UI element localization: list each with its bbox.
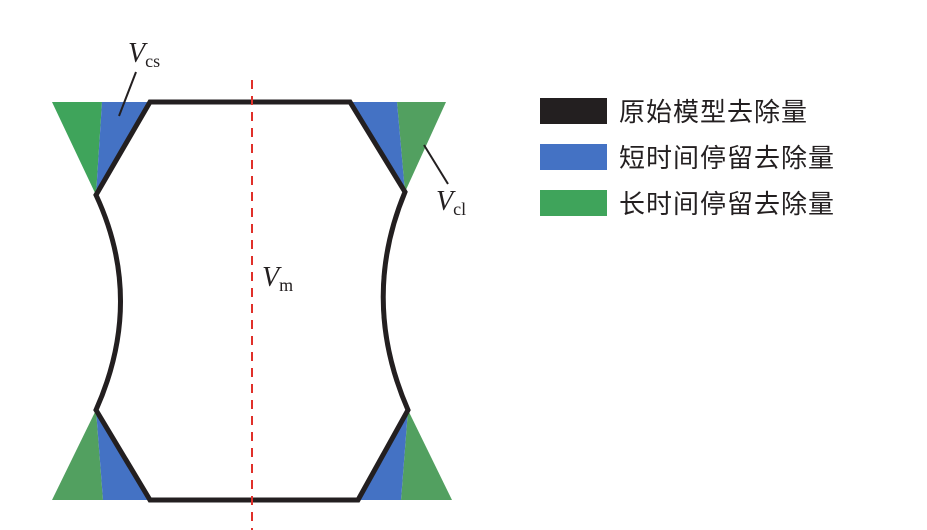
legend: 原始模型去除量 短时间停留去除量 长时间停留去除量 bbox=[540, 92, 835, 230]
long-dwell-region-top-right bbox=[397, 102, 446, 192]
legend-swatch-short-dwell bbox=[540, 143, 607, 170]
vm-label: Vm bbox=[262, 262, 293, 295]
long-dwell-region-top-left bbox=[52, 102, 102, 195]
legend-label-original: 原始模型去除量 bbox=[619, 98, 809, 128]
legend-swatch-original bbox=[540, 97, 607, 124]
long-dwell-region-bottom-left bbox=[52, 410, 103, 500]
legend-swatch-long-dwell bbox=[540, 189, 607, 216]
legend-item-long-dwell: 长时间停留去除量 bbox=[540, 184, 835, 221]
legend-item-short-dwell: 短时间停留去除量 bbox=[540, 138, 835, 175]
original-model-outline bbox=[93, 99, 411, 503]
legend-label-long-dwell: 长时间停留去除量 bbox=[619, 190, 836, 220]
legend-label-short-dwell: 短时间停留去除量 bbox=[619, 144, 836, 174]
vcl-label: Vcl bbox=[436, 186, 466, 219]
long-dwell-region-bottom-right bbox=[401, 410, 452, 500]
legend-item-original: 原始模型去除量 bbox=[540, 92, 835, 129]
vcs-label: Vcs bbox=[128, 38, 160, 71]
vcl-leader-line bbox=[423, 144, 449, 185]
vcs-leader-line bbox=[118, 71, 137, 117]
